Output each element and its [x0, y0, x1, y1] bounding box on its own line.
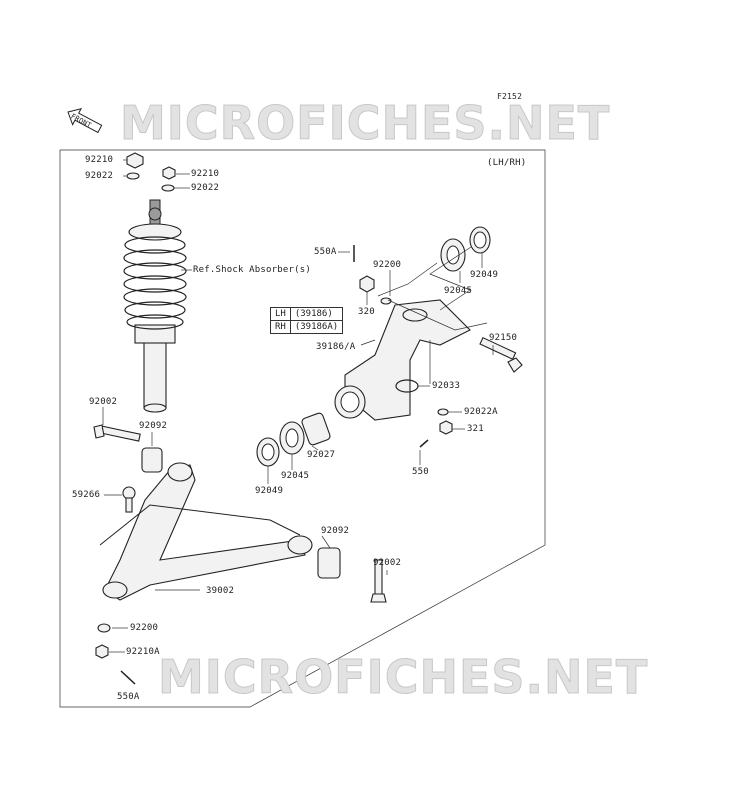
- label-92022-top: 92022: [85, 171, 114, 181]
- label-92033: 92033: [432, 381, 461, 391]
- watermark-bottom: MICROFICHES.NET: [157, 650, 649, 705]
- side-note: (LH/RH): [487, 158, 527, 168]
- label-92210A: 92210A: [126, 647, 160, 657]
- variant-side: RH: [270, 320, 291, 334]
- label-550A-bot: 550A: [117, 692, 140, 702]
- label-92210-top: 92210: [85, 155, 114, 165]
- variant-part: (39186): [289, 307, 344, 321]
- washer-92022-b: [161, 184, 175, 192]
- label-92150: 92150: [489, 333, 518, 343]
- bolt-92002-left: [93, 424, 141, 442]
- label-321: 321: [467, 424, 484, 434]
- label-550: 550: [412, 467, 429, 477]
- bushing-92092-right: [317, 547, 341, 579]
- variant-part: (39186A): [289, 320, 344, 334]
- a-arm-39002: [99, 462, 313, 601]
- label-39186: 39186/A: [316, 342, 356, 352]
- nut-92210-top: [126, 152, 144, 169]
- label-92045-bot: 92045: [281, 471, 310, 481]
- label-92002-left: 92002: [89, 397, 118, 407]
- diagram-frame: [59, 149, 546, 708]
- bushing-92092-left: [141, 447, 163, 473]
- label-ref-shock: Ref.Shock Absorber(s): [193, 265, 311, 275]
- label-92049-top: 92049: [470, 270, 499, 280]
- steering-knuckle: [334, 299, 471, 421]
- ball-joint-59266: [122, 486, 136, 513]
- bolt-92002-right: [370, 559, 387, 603]
- seal-92049-bot: [256, 437, 280, 467]
- label-92022-b: 92022: [191, 183, 220, 193]
- label-550A-top: 550A: [314, 247, 337, 257]
- label-92002-right: 92002: [373, 558, 402, 568]
- label-92092-left: 92092: [139, 421, 168, 431]
- washer-92022A: [437, 408, 449, 416]
- diagram-code: F2152: [497, 92, 523, 101]
- collar-92027: [301, 412, 331, 446]
- label-320: 320: [358, 307, 375, 317]
- nut-92210-b: [162, 166, 176, 180]
- label-92027: 92027: [307, 450, 336, 460]
- washer-92200-bot: [97, 623, 111, 633]
- label-92200-bot: 92200: [130, 623, 159, 633]
- pin-550A-bot: [120, 670, 136, 685]
- bearing-92045-bot: [279, 421, 305, 455]
- variant-row-lh: LH (39186): [270, 307, 344, 321]
- label-92092-right: 92092: [321, 526, 350, 536]
- label-92049-bot: 92049: [255, 486, 284, 496]
- pin-550: [419, 439, 429, 448]
- nut-320: [359, 275, 375, 293]
- label-39002: 39002: [206, 586, 235, 596]
- shock-absorber: [123, 199, 187, 413]
- front-arrow-icon: [67, 107, 103, 134]
- label-92210-b: 92210: [191, 169, 220, 179]
- watermark-top: MICROFICHES.NET: [119, 96, 611, 151]
- seal-92049-top: [469, 226, 491, 254]
- nut-321: [439, 420, 453, 435]
- label-59266: 59266: [72, 490, 101, 500]
- label-92022A: 92022A: [464, 407, 498, 417]
- variant-side: LH: [270, 307, 291, 321]
- washer-92022-top: [126, 172, 140, 180]
- bolt-92150: [479, 336, 523, 373]
- variant-row-rh: RH (39186A): [270, 320, 344, 334]
- label-92045-top: 92045: [444, 286, 473, 296]
- label-92200-top: 92200: [373, 260, 402, 270]
- variant-table: LH (39186) RH (39186A): [270, 307, 344, 334]
- nut-92210A: [95, 644, 109, 659]
- bearing-92045-top: [440, 238, 466, 272]
